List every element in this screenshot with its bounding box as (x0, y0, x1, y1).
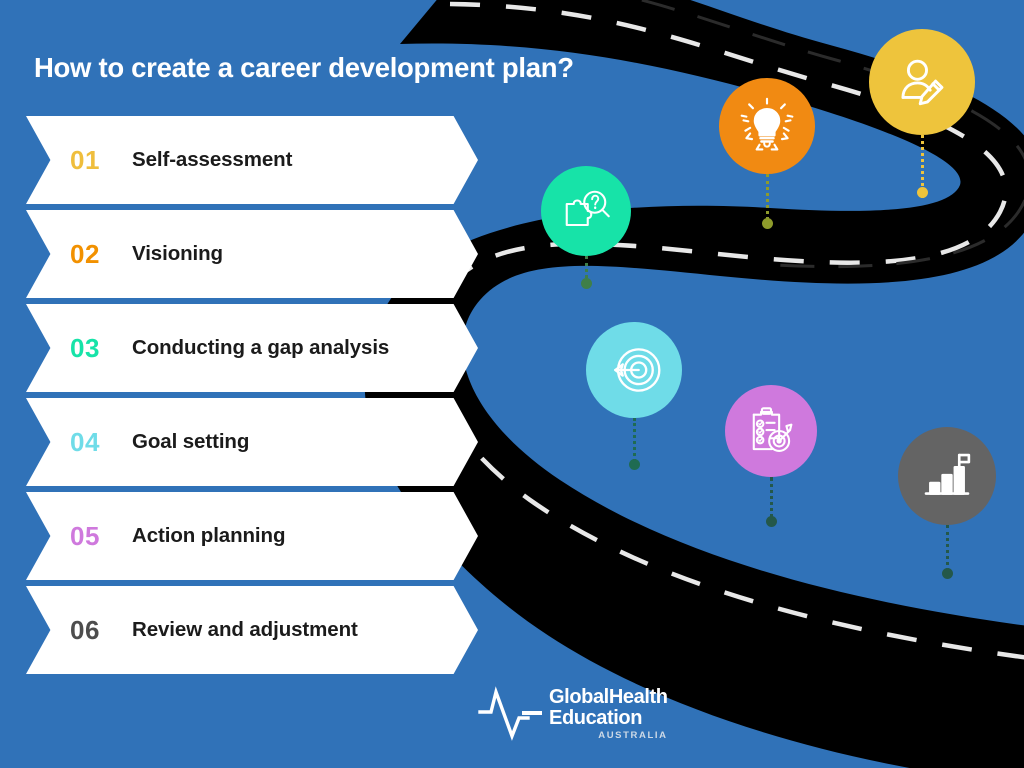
step-item-04[interactable]: 04 Goal setting (26, 398, 478, 486)
milestone-dot-05 (766, 516, 777, 527)
step-number-02: 02 (70, 238, 100, 269)
milestone-circle-05[interactable] (725, 385, 817, 477)
brand-logo: GlobalHealth Education AUSTRALIA (478, 686, 668, 742)
road-edge-marking (635, 0, 1024, 269)
milestone-dot-06 (942, 568, 953, 579)
milestone-dot-02 (762, 218, 773, 229)
step-label-02: Visioning (132, 242, 223, 265)
logo-line-1: GlobalHealth (549, 686, 668, 709)
logo-line-3: AUSTRALIA (598, 730, 668, 742)
milestone-connector-01 (921, 135, 924, 198)
step-item-01[interactable]: 01 Self-assessment (26, 116, 478, 204)
step-number-03: 03 (70, 332, 100, 363)
step-label-01: Self-assessment (132, 148, 293, 171)
road-surface (364, 0, 1024, 768)
step-number-05: 05 (70, 520, 100, 551)
page-title: How to create a career development plan? (34, 52, 574, 83)
target-arrow-icon (614, 348, 661, 392)
milestone-dot-01 (917, 187, 928, 198)
step-number-01: 01 (70, 144, 100, 175)
milestone-circle-02[interactable] (719, 78, 815, 174)
milestone-circle-03[interactable] (541, 166, 631, 256)
milestone-connector-02 (766, 174, 769, 227)
puzzle-magnifier-icon (565, 190, 610, 227)
milestone-circle-06[interactable] (898, 427, 996, 525)
steps-list: 01 Self-assessment 02 Visioning 03 Condu… (26, 116, 478, 680)
milestone-connector-05 (770, 477, 773, 525)
bar-chart-flag-icon (924, 453, 971, 495)
step-label-03: Conducting a gap analysis (132, 336, 390, 359)
step-item-02[interactable]: 02 Visioning (26, 210, 478, 298)
step-item-03[interactable]: 03 Conducting a gap analysis (26, 304, 478, 392)
milestone-connector-04 (633, 418, 636, 468)
milestone-circle-04[interactable] (586, 322, 682, 418)
step-label-06: Review and adjustment (132, 618, 358, 641)
step-label-04: Goal setting (132, 430, 250, 453)
heartbeat-pulse-icon (478, 686, 542, 741)
milestone-dot-03 (581, 278, 592, 289)
brand-logo-text: GlobalHealth Education AUSTRALIA (549, 687, 668, 741)
clipboard-target-icon (752, 407, 793, 452)
step-label-05: Action planning (132, 524, 286, 547)
milestone-connector-03 (585, 256, 588, 285)
step-item-06[interactable]: 06 Review and adjustment (26, 586, 478, 674)
logo-line-2: Education (549, 707, 643, 730)
step-number-04: 04 (70, 426, 100, 457)
step-item-05[interactable]: 05 Action planning (26, 492, 478, 580)
milestone-connector-06 (946, 525, 949, 577)
milestone-dot-04 (629, 459, 640, 470)
lightbulb-idea-icon (740, 97, 794, 151)
step-number-06: 06 (70, 614, 100, 645)
milestone-circle-01[interactable] (869, 29, 975, 135)
person-pencil-icon (901, 59, 944, 106)
